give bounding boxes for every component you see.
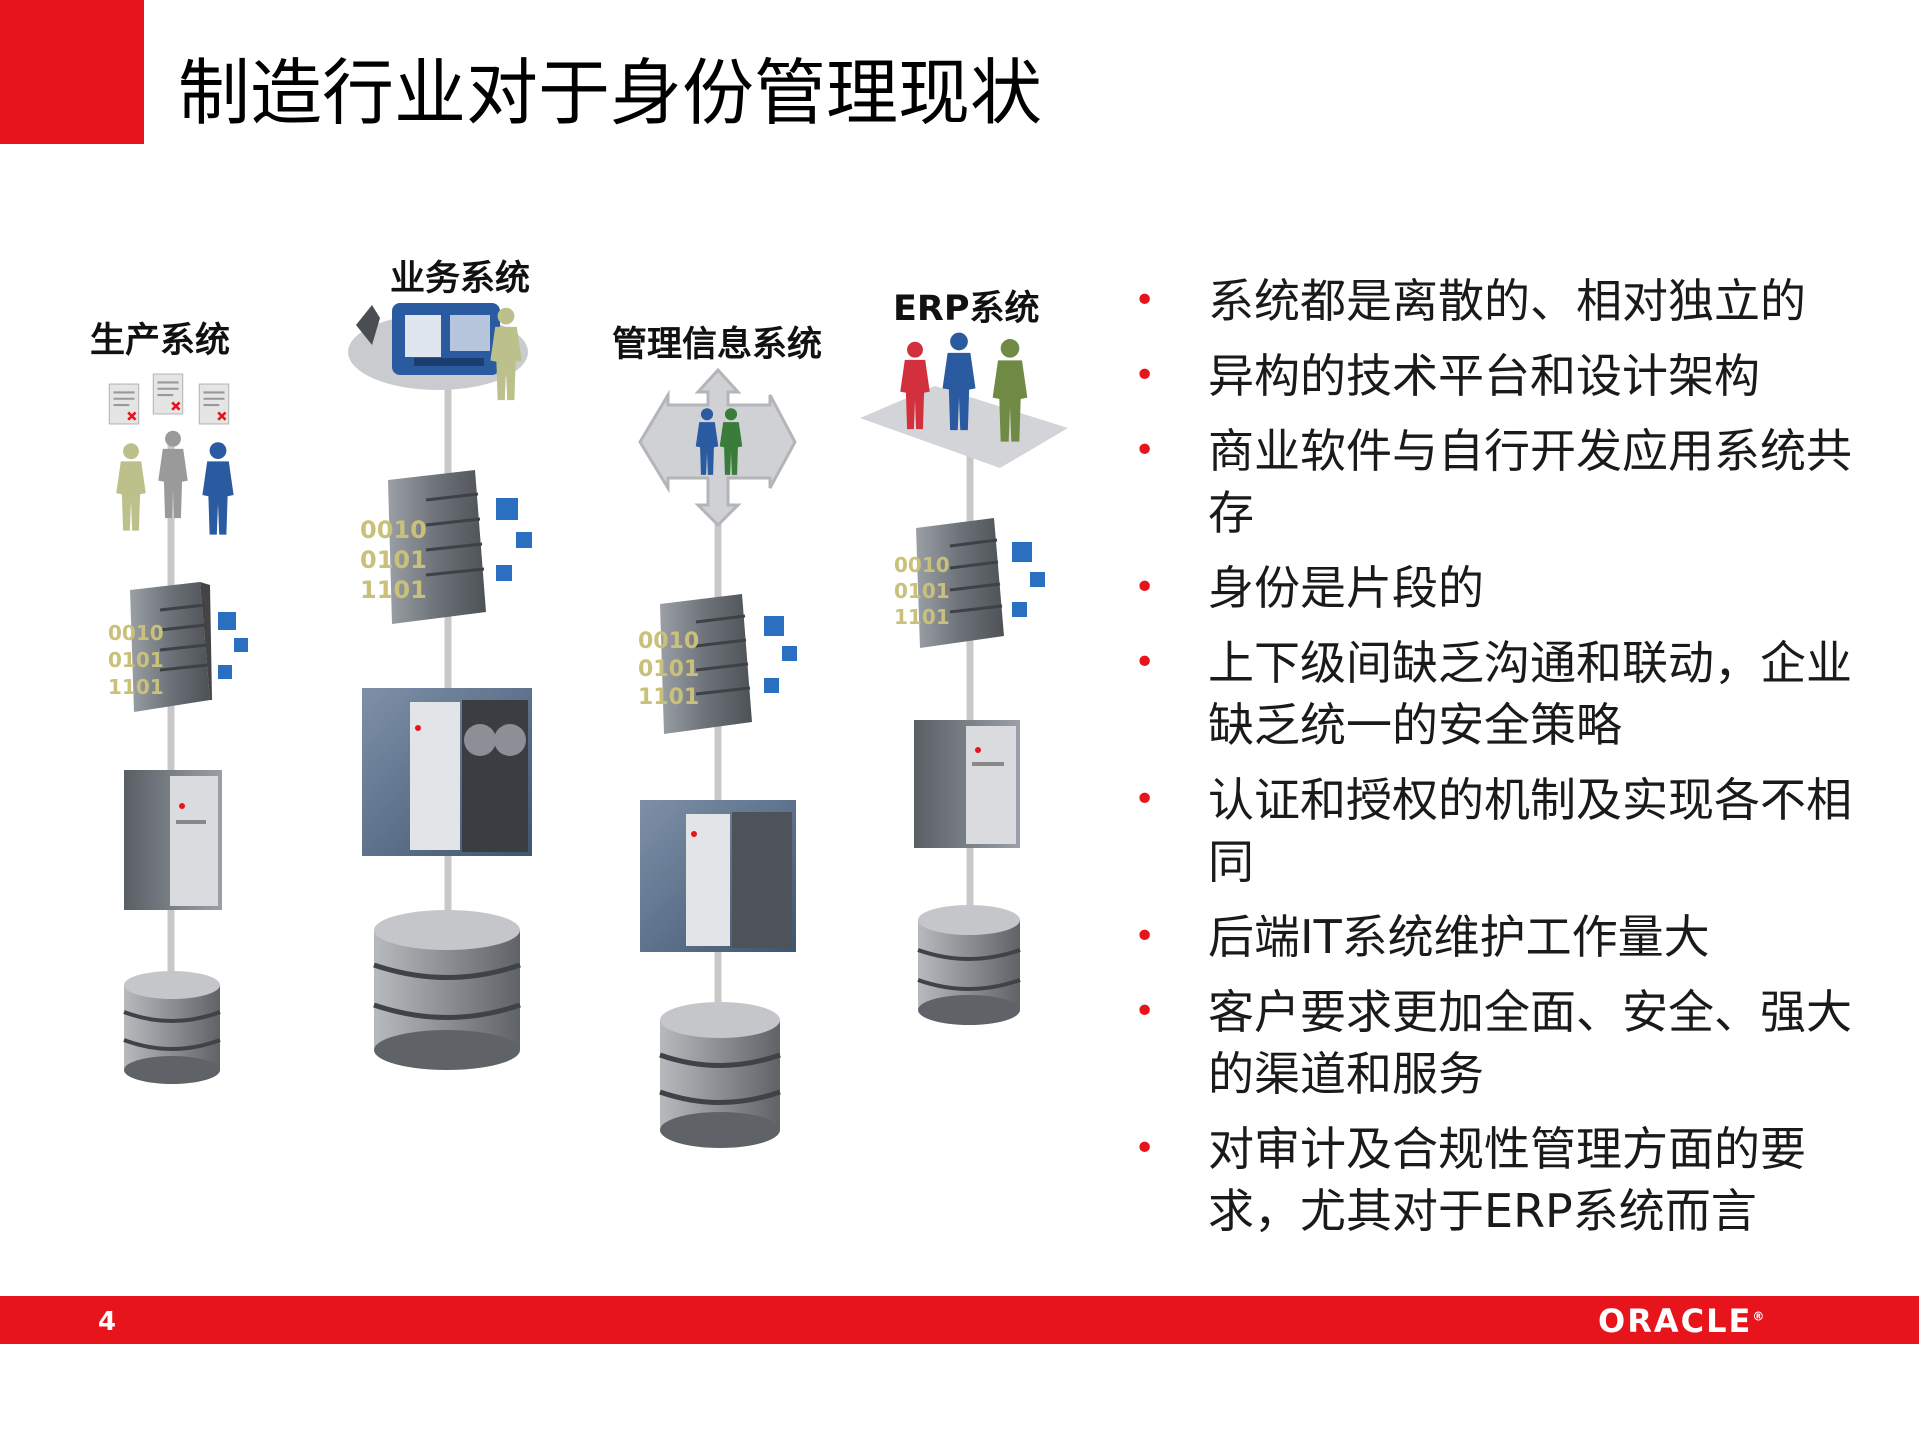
database-icon [123, 971, 221, 1084]
mainframe-icon [362, 688, 532, 856]
binary-text: 1101 [360, 576, 427, 604]
user-icon [202, 442, 234, 535]
server-icon: 0010 0101 1101 [360, 470, 486, 624]
document-icon [108, 383, 140, 425]
network-nodes-icon [218, 612, 248, 679]
database-icon [373, 910, 521, 1070]
bullet-item: • 客户要求更加全面、安全、强大的渠道和服务 [1128, 981, 1888, 1105]
bullet-icon: • [1134, 916, 1156, 957]
bullet-item: • 身份是片段的 [1128, 557, 1888, 619]
bullet-item: • 对审计及合规性管理方面的要求，尤其对于ERP系统而言 [1128, 1118, 1888, 1242]
binary-text: 1101 [894, 605, 950, 629]
network-nodes-icon [764, 616, 797, 693]
bullet-icon: • [1134, 779, 1156, 820]
title-accent-block [0, 0, 144, 144]
bullet-text: 上下级间缺乏沟通和联动，企业缺乏统一的安全策略 [1208, 636, 1852, 752]
binary-text: 1101 [638, 685, 699, 710]
four-way-arrow-icon [638, 367, 797, 528]
bullet-text: 对审计及合规性管理方面的要求，尤其对于ERP系统而言 [1208, 1122, 1806, 1238]
page-number: 4 [98, 1307, 117, 1337]
server-icon: 0010 0101 1101 [638, 594, 752, 734]
production-system-column: 0010 0101 1101 [108, 373, 248, 1084]
tower-server-icon [124, 770, 222, 910]
bullet-text: 系统都是离散的、相对独立的 [1208, 274, 1806, 328]
footer-bar [0, 1296, 1919, 1344]
erp-system-column: 0010 0101 1101 [860, 332, 1068, 1025]
bullet-item: • 商业软件与自行开发应用系统共存 [1128, 420, 1888, 544]
logo-text: ORACLE [1598, 1302, 1753, 1340]
user-icon [116, 443, 146, 531]
system-label-management-info: 管理信息系统 [612, 325, 823, 365]
phone-icon [356, 305, 380, 345]
bullet-text: 异构的技术平台和设计架构 [1208, 349, 1760, 403]
system-label-production: 生产系统 [90, 321, 231, 361]
registered-mark: ® [1752, 1309, 1767, 1324]
document-icon [152, 373, 184, 415]
bullet-icon: • [1134, 642, 1156, 683]
tower-server-icon [914, 720, 1020, 848]
page-title: 制造行业对于身份管理现状 [178, 51, 1043, 135]
mainframe-icon [640, 800, 796, 952]
server-icon: 0010 0101 1101 [108, 582, 212, 712]
database-icon [659, 1002, 781, 1148]
bullet-icon: • [1134, 430, 1156, 471]
bullet-item: • 系统都是离散的、相对独立的 [1128, 270, 1888, 332]
bullet-item: • 认证和授权的机制及实现各不相同 [1128, 769, 1888, 893]
binary-text: 0101 [638, 657, 699, 682]
oracle-logo: ORACLE® [1598, 1302, 1766, 1340]
document-icon [198, 383, 230, 425]
binary-text: 0010 [894, 553, 950, 577]
binary-text: 1101 [108, 675, 164, 699]
bullet-text: 客户要求更加全面、安全、强大的渠道和服务 [1208, 985, 1852, 1101]
binary-text: 0101 [108, 648, 164, 672]
bullet-icon: • [1134, 991, 1156, 1032]
binary-text: 0101 [894, 579, 950, 603]
database-icon [917, 905, 1021, 1025]
network-nodes-icon [1012, 542, 1045, 617]
binary-text: 0010 [638, 629, 699, 654]
bullet-icon: • [1134, 1128, 1156, 1169]
bullet-icon: • [1134, 280, 1156, 321]
system-label-business: 业务系统 [390, 259, 531, 299]
bullet-icon: • [1134, 567, 1156, 608]
bullet-item: • 上下级间缺乏沟通和联动，企业缺乏统一的安全策略 [1128, 632, 1888, 756]
bullet-text: 认证和授权的机制及实现各不相同 [1208, 773, 1852, 889]
binary-text: 0010 [360, 516, 427, 544]
bullet-text: 后端IT系统维护工作量大 [1208, 910, 1710, 964]
server-icon: 0010 0101 1101 [894, 518, 1004, 648]
bullet-text: 商业软件与自行开发应用系统共存 [1208, 424, 1852, 540]
business-system-column: 0010 0101 1101 [348, 303, 532, 1070]
binary-text: 0010 [108, 621, 164, 645]
system-label-erp: ERP系统 [893, 289, 1040, 329]
management-info-system-column: 0010 0101 1101 [638, 367, 797, 1148]
network-nodes-icon [496, 498, 532, 581]
bullet-text: 身份是片段的 [1208, 561, 1484, 615]
bullet-list: • 系统都是离散的、相对独立的 • 异构的技术平台和设计架构 • 商业软件与自行开发应… [1128, 270, 1888, 1255]
binary-text: 0101 [360, 546, 427, 574]
bullet-item: • 后端IT系统维护工作量大 [1128, 906, 1888, 968]
bullet-item: • 异构的技术平台和设计架构 [1128, 345, 1888, 407]
bullet-icon: • [1134, 355, 1156, 396]
